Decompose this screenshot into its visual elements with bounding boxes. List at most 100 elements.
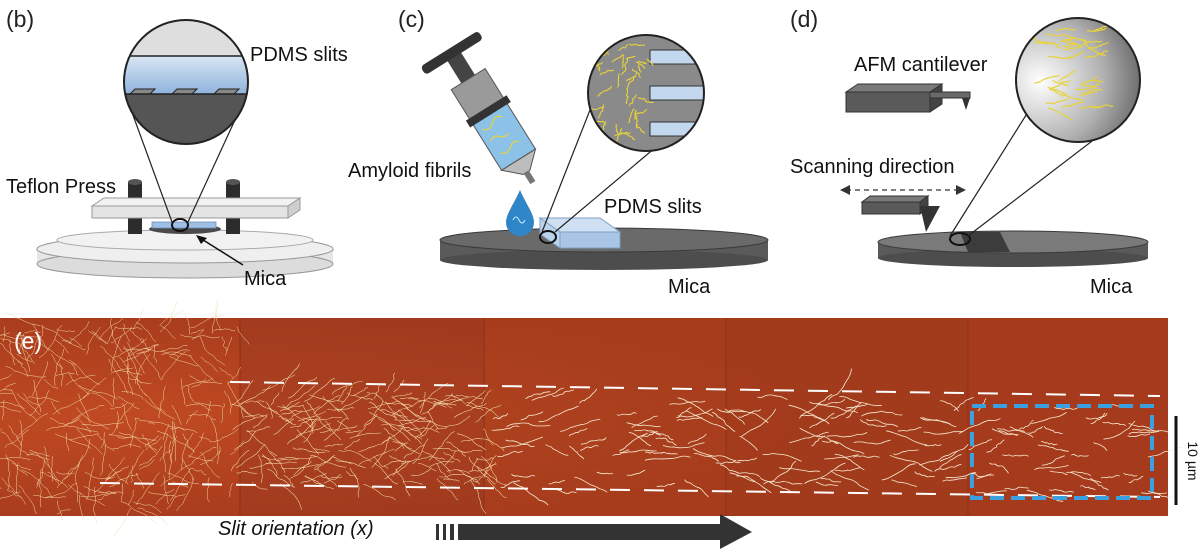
fibril bbox=[121, 391, 144, 400]
fibril bbox=[158, 386, 166, 419]
fibril bbox=[190, 328, 205, 335]
fibril bbox=[399, 421, 422, 445]
fibril bbox=[1058, 70, 1076, 82]
fibril bbox=[712, 411, 736, 433]
fibril bbox=[9, 338, 16, 366]
fibril bbox=[10, 389, 38, 422]
fibril bbox=[656, 483, 676, 487]
fibril bbox=[421, 450, 451, 474]
fibril bbox=[415, 414, 448, 428]
fibril bbox=[18, 485, 38, 515]
fibril bbox=[525, 391, 551, 400]
fibril bbox=[446, 441, 466, 457]
fibril bbox=[270, 392, 280, 406]
fibril bbox=[597, 85, 613, 97]
fibril bbox=[1049, 470, 1068, 476]
fibril bbox=[421, 404, 436, 415]
fibril bbox=[687, 433, 707, 444]
fibril bbox=[313, 456, 334, 469]
fibril bbox=[366, 392, 385, 403]
fibril bbox=[123, 345, 139, 386]
fibril bbox=[302, 417, 343, 421]
panel-c bbox=[421, 32, 769, 270]
fibril bbox=[1063, 41, 1088, 51]
teflon-top-plate bbox=[91, 205, 289, 219]
fibril bbox=[939, 454, 962, 469]
fibril bbox=[588, 119, 596, 127]
fibril bbox=[2, 326, 6, 342]
fibril bbox=[715, 460, 741, 464]
fibril bbox=[809, 412, 835, 429]
fibril bbox=[545, 444, 569, 456]
fibril bbox=[337, 393, 370, 412]
fibril bbox=[69, 433, 100, 440]
fibril bbox=[622, 55, 625, 69]
fibril bbox=[1053, 407, 1078, 410]
fibril bbox=[724, 408, 745, 425]
fibril bbox=[394, 419, 433, 423]
fibril-network bbox=[0, 300, 1182, 537]
fibril bbox=[238, 385, 271, 408]
fibril bbox=[800, 414, 825, 422]
fibril bbox=[1043, 426, 1063, 434]
fibril bbox=[886, 430, 928, 446]
fibril bbox=[1019, 419, 1034, 430]
fibril bbox=[100, 346, 122, 370]
fibril bbox=[394, 442, 408, 452]
fibril bbox=[1091, 104, 1114, 109]
fibril bbox=[506, 422, 551, 428]
fibril bbox=[109, 402, 135, 437]
fibril bbox=[331, 381, 363, 395]
fibril bbox=[839, 396, 882, 406]
fibril bbox=[1004, 486, 1029, 490]
fibril bbox=[369, 401, 398, 419]
fibril bbox=[16, 354, 33, 363]
fibril bbox=[881, 463, 916, 481]
fibril bbox=[834, 453, 865, 471]
fibril bbox=[989, 462, 1009, 474]
fibril bbox=[136, 322, 156, 342]
fibril bbox=[189, 375, 223, 385]
fibril bbox=[270, 408, 294, 425]
fibril bbox=[1090, 477, 1109, 491]
fibril bbox=[200, 357, 218, 373]
fibril bbox=[83, 428, 98, 433]
fibril bbox=[788, 404, 830, 425]
fibril bbox=[136, 382, 147, 397]
fibril bbox=[54, 338, 69, 354]
fibril bbox=[677, 397, 714, 417]
fibril bbox=[641, 431, 658, 438]
fibril bbox=[193, 400, 212, 411]
fibril bbox=[161, 351, 192, 357]
fibril bbox=[57, 468, 73, 488]
fibril bbox=[456, 433, 487, 451]
fibril bbox=[0, 332, 10, 336]
fibril bbox=[52, 392, 91, 415]
fibril bbox=[180, 378, 186, 405]
fibril bbox=[21, 469, 53, 499]
fibril bbox=[277, 456, 317, 460]
fibril bbox=[155, 488, 175, 505]
fibril bbox=[1, 431, 30, 457]
fibril bbox=[815, 481, 839, 486]
fibril bbox=[123, 344, 159, 362]
fibril bbox=[167, 472, 200, 485]
fibril bbox=[15, 463, 19, 494]
fibril bbox=[138, 458, 152, 467]
fibril bbox=[845, 403, 868, 409]
fibril bbox=[181, 377, 213, 389]
fibril bbox=[190, 314, 225, 329]
fibril bbox=[1141, 492, 1168, 495]
fibril bbox=[634, 109, 648, 115]
fibril bbox=[280, 483, 303, 510]
fibril bbox=[5, 366, 46, 378]
zoom-circle-d bbox=[1016, 18, 1140, 142]
fibril bbox=[385, 401, 398, 421]
fibril bbox=[121, 402, 132, 431]
fibril bbox=[346, 471, 359, 480]
fibril bbox=[945, 472, 977, 479]
fibril bbox=[43, 446, 50, 468]
fibril bbox=[51, 455, 54, 482]
fibril bbox=[821, 440, 839, 444]
fibril bbox=[1034, 75, 1060, 84]
